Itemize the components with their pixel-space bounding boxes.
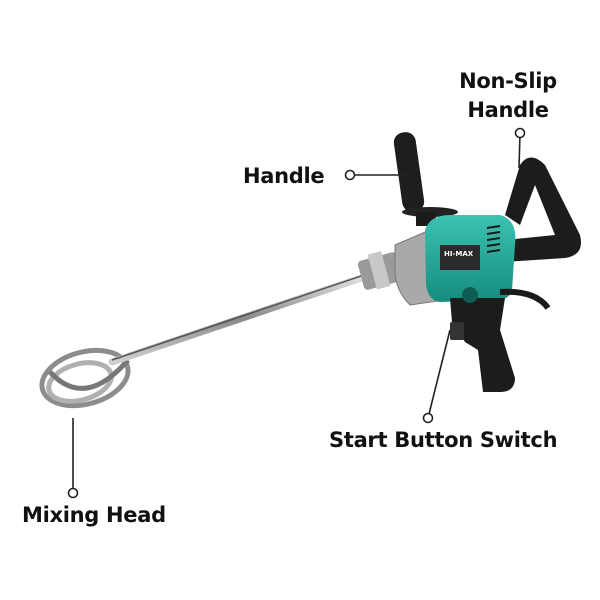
label-start-button-switch: Start Button Switch (329, 428, 558, 452)
callout-dot-non-slip-handle (514, 127, 526, 139)
side-handle (393, 132, 458, 226)
mixing-head (39, 347, 131, 409)
callout-lines (67, 127, 526, 499)
callout-dot-handle (344, 169, 356, 181)
start-button-switch (450, 322, 464, 340)
non-slip-rear-handle (505, 157, 581, 262)
svg-text:HI-MAX: HI-MAX (444, 250, 474, 258)
label-mixing-head: Mixing Head (22, 503, 166, 527)
vent-slots-icon (486, 225, 501, 253)
chuck (357, 251, 403, 290)
brand-plate (440, 245, 480, 270)
label-line: Handle (467, 98, 549, 122)
label-non-slip-handle: Non-Slip Handle (458, 67, 558, 125)
label-handle: Handle (243, 164, 325, 188)
pistol-grip (450, 298, 515, 392)
callout-dot-mixing-head (67, 487, 79, 499)
label-line: Non-Slip (459, 69, 557, 93)
callout-dot-start-button (422, 412, 434, 424)
mixing-shaft (108, 271, 374, 366)
power-cord (499, 288, 551, 310)
